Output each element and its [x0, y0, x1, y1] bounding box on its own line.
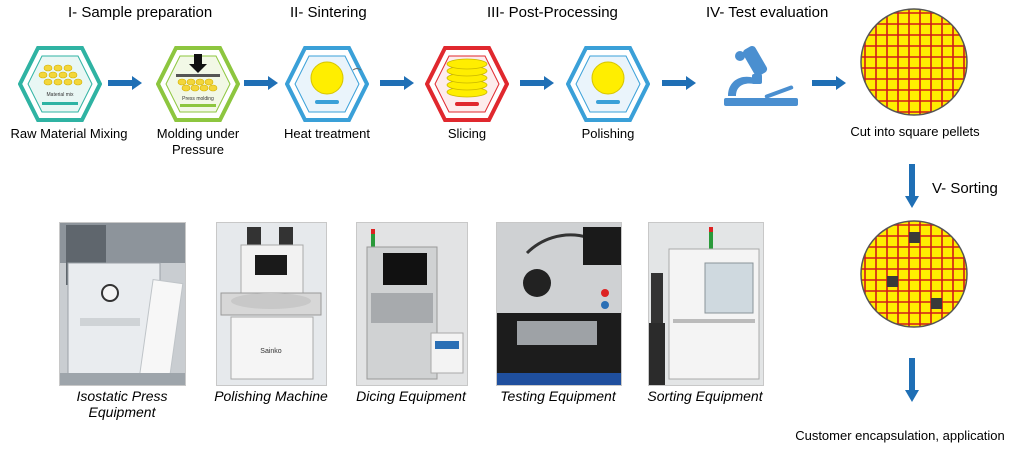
defect-die [931, 298, 942, 309]
icon-text-press-molding: Press molding [182, 96, 214, 102]
arrow-right-icon [244, 76, 278, 90]
stage-title-sorting: V- Sorting [932, 180, 998, 197]
raw-material-mixing-icon: Material mix [18, 42, 102, 126]
arrow-right-icon [108, 76, 142, 90]
dicing-equipment-photo [356, 222, 468, 386]
stage-title-post-processing: III- Post-Processing [487, 4, 618, 21]
wafer-grid-icon [858, 6, 970, 118]
equipment-label-isostatic-press: Isostatic Press Equipment [76, 388, 168, 420]
stage-title-sample-preparation: I- Sample preparation [68, 4, 213, 21]
step-label-polishing: Polishing [581, 126, 635, 141]
polishing-machine-photo: Sainko [216, 222, 327, 386]
step-label-molding-under-pressure: Molding under Pressure [156, 126, 240, 157]
testing-equipment-photo [496, 222, 622, 386]
arrow-right-icon [520, 76, 554, 90]
defect-die [887, 276, 898, 287]
sorting-equipment-photo [648, 222, 764, 386]
molding-press-icon: Press molding [156, 42, 240, 126]
microscope-icon [718, 40, 802, 124]
defect-die [909, 232, 920, 243]
equipment-label-testing: Testing Equipment [500, 388, 616, 404]
equipment-label-sorting: Sorting Equipment [647, 388, 763, 404]
brand-text-sainko: Sainko [260, 348, 282, 355]
step-label-raw-material-mixing: Raw Material Mixing [10, 126, 128, 141]
step-label-slicing: Slicing [447, 126, 487, 141]
icon-text-material-mix: Material mix [47, 92, 74, 98]
stage-title-test-evaluation: IV- Test evaluation [706, 4, 829, 21]
heat-treatment-icon [285, 42, 369, 126]
final-label-customer-encapsulation: Customer encapsulation, application [795, 428, 1005, 443]
arrow-down-icon [905, 164, 919, 208]
equipment-label-polishing-machine: Polishing Machine [214, 388, 328, 404]
equipment-label-dicing: Dicing Equipment [356, 388, 466, 404]
slicing-icon [425, 42, 509, 126]
step-label-heat-treatment: Heat treatment [284, 126, 370, 141]
arrow-right-icon [812, 76, 846, 90]
stage-title-sintering: II- Sintering [290, 4, 367, 21]
arrow-right-icon [380, 76, 414, 90]
step-label-cut-square-pellets: Cut into square pellets [850, 124, 980, 139]
arrow-down-icon [905, 358, 919, 402]
polishing-icon [566, 42, 650, 126]
isostatic-press-photo [59, 222, 186, 386]
arrow-right-icon [662, 76, 696, 90]
sorted-wafer-icon [858, 218, 970, 330]
